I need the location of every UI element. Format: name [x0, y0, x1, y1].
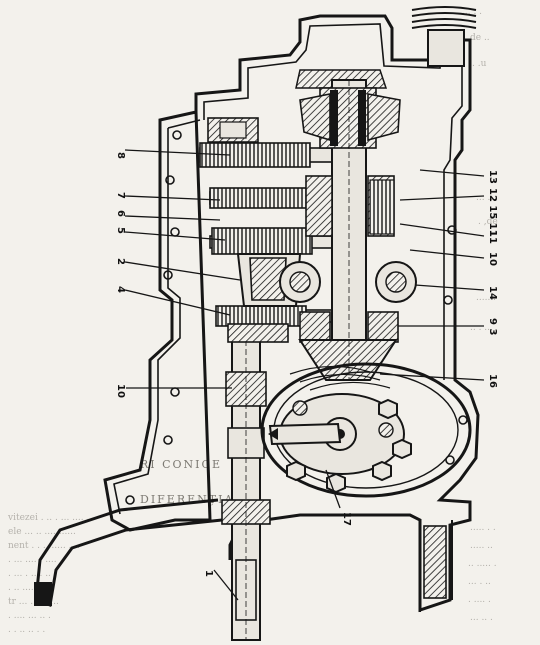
- svg-text:.. . ..: .. . ..: [470, 323, 490, 333]
- callout-label: 12 15 11: [487, 188, 498, 237]
- callout-label: 13: [487, 170, 498, 184]
- callout-label: 10: [115, 384, 126, 398]
- gearbox-housing: [103, 6, 480, 613]
- svg-text:..... .: ..... .: [476, 293, 496, 303]
- callout-label: 17: [341, 512, 352, 526]
- svg-text:..... . .: ..... . .: [470, 523, 496, 533]
- background-heading-1: RI CONICE: [140, 458, 222, 471]
- main-shaft-assembly: [279, 79, 417, 381]
- svg-text:tr ... . .. . ...: tr ... . .. . ...: [8, 597, 59, 607]
- svg-text:... . ..: ... . ..: [468, 577, 491, 587]
- svg-text:. .u: . .u: [472, 59, 487, 69]
- callout-label: 11: [487, 230, 498, 244]
- ring-gear-bolts: [286, 398, 412, 494]
- background-text-noise: ... . . de .. . .u ... .. . ,de ..... . …: [7, 7, 498, 635]
- differential-ring-gear: [260, 362, 472, 498]
- svg-text:. .. .... .. .: . .. .... .. .: [8, 583, 48, 593]
- svg-text:.. ..... .: .. ..... .: [468, 559, 497, 569]
- callout-label: 4: [115, 286, 126, 293]
- svg-text:. .... ... .. .: . .... ... .. .: [8, 611, 51, 621]
- callout-leaders: [124, 149, 485, 601]
- svg-text:... ..: ... ..: [476, 193, 493, 203]
- callout-labels: 8 7 6 5 2 4 10 1 13 12 15 11 11 10 14 9 …: [115, 152, 498, 577]
- callout-label: 2: [115, 258, 126, 265]
- svg-text:ele ... .. .... ......: ele ... .. .... ......: [8, 527, 76, 537]
- svg-text:. ... . .. . ..: . ... . .. . ..: [8, 569, 51, 579]
- callout-label: 1: [203, 570, 214, 577]
- callout-label: 6: [115, 210, 126, 217]
- svg-text:. ... .... . ....: . ... .... . ....: [8, 555, 57, 565]
- shift-fork-lever: [34, 498, 223, 608]
- callout-label: 14: [487, 286, 498, 300]
- svg-text:. . .. .. . .: . . .. .. . .: [8, 625, 45, 635]
- svg-text:de ..: de ..: [470, 33, 490, 43]
- svg-text:. .... .: . .... .: [468, 595, 491, 605]
- callout-label: 5: [115, 227, 126, 234]
- svg-text:..... ..: ..... ..: [470, 541, 493, 551]
- callout-label: 9 3: [487, 318, 498, 335]
- callout-label: 10: [487, 252, 498, 266]
- housing-foot: [419, 520, 453, 612]
- callout-label: 8: [115, 152, 126, 159]
- svg-text:... . .: ... . .: [462, 7, 482, 17]
- svg-text:nent . . .. ..... .. .: nent . . .. ..... .. .: [8, 541, 80, 551]
- callout-label: 7: [115, 192, 126, 199]
- svg-text:vitezei . .. . ... .... ..: vitezei . .. . ... .... ..: [7, 513, 92, 523]
- svg-text:... .. .: ... .. .: [470, 613, 493, 623]
- callout-label: 16: [487, 374, 498, 388]
- input-shaft: [221, 339, 271, 641]
- svg-text:. ,de: . ,de: [478, 217, 498, 227]
